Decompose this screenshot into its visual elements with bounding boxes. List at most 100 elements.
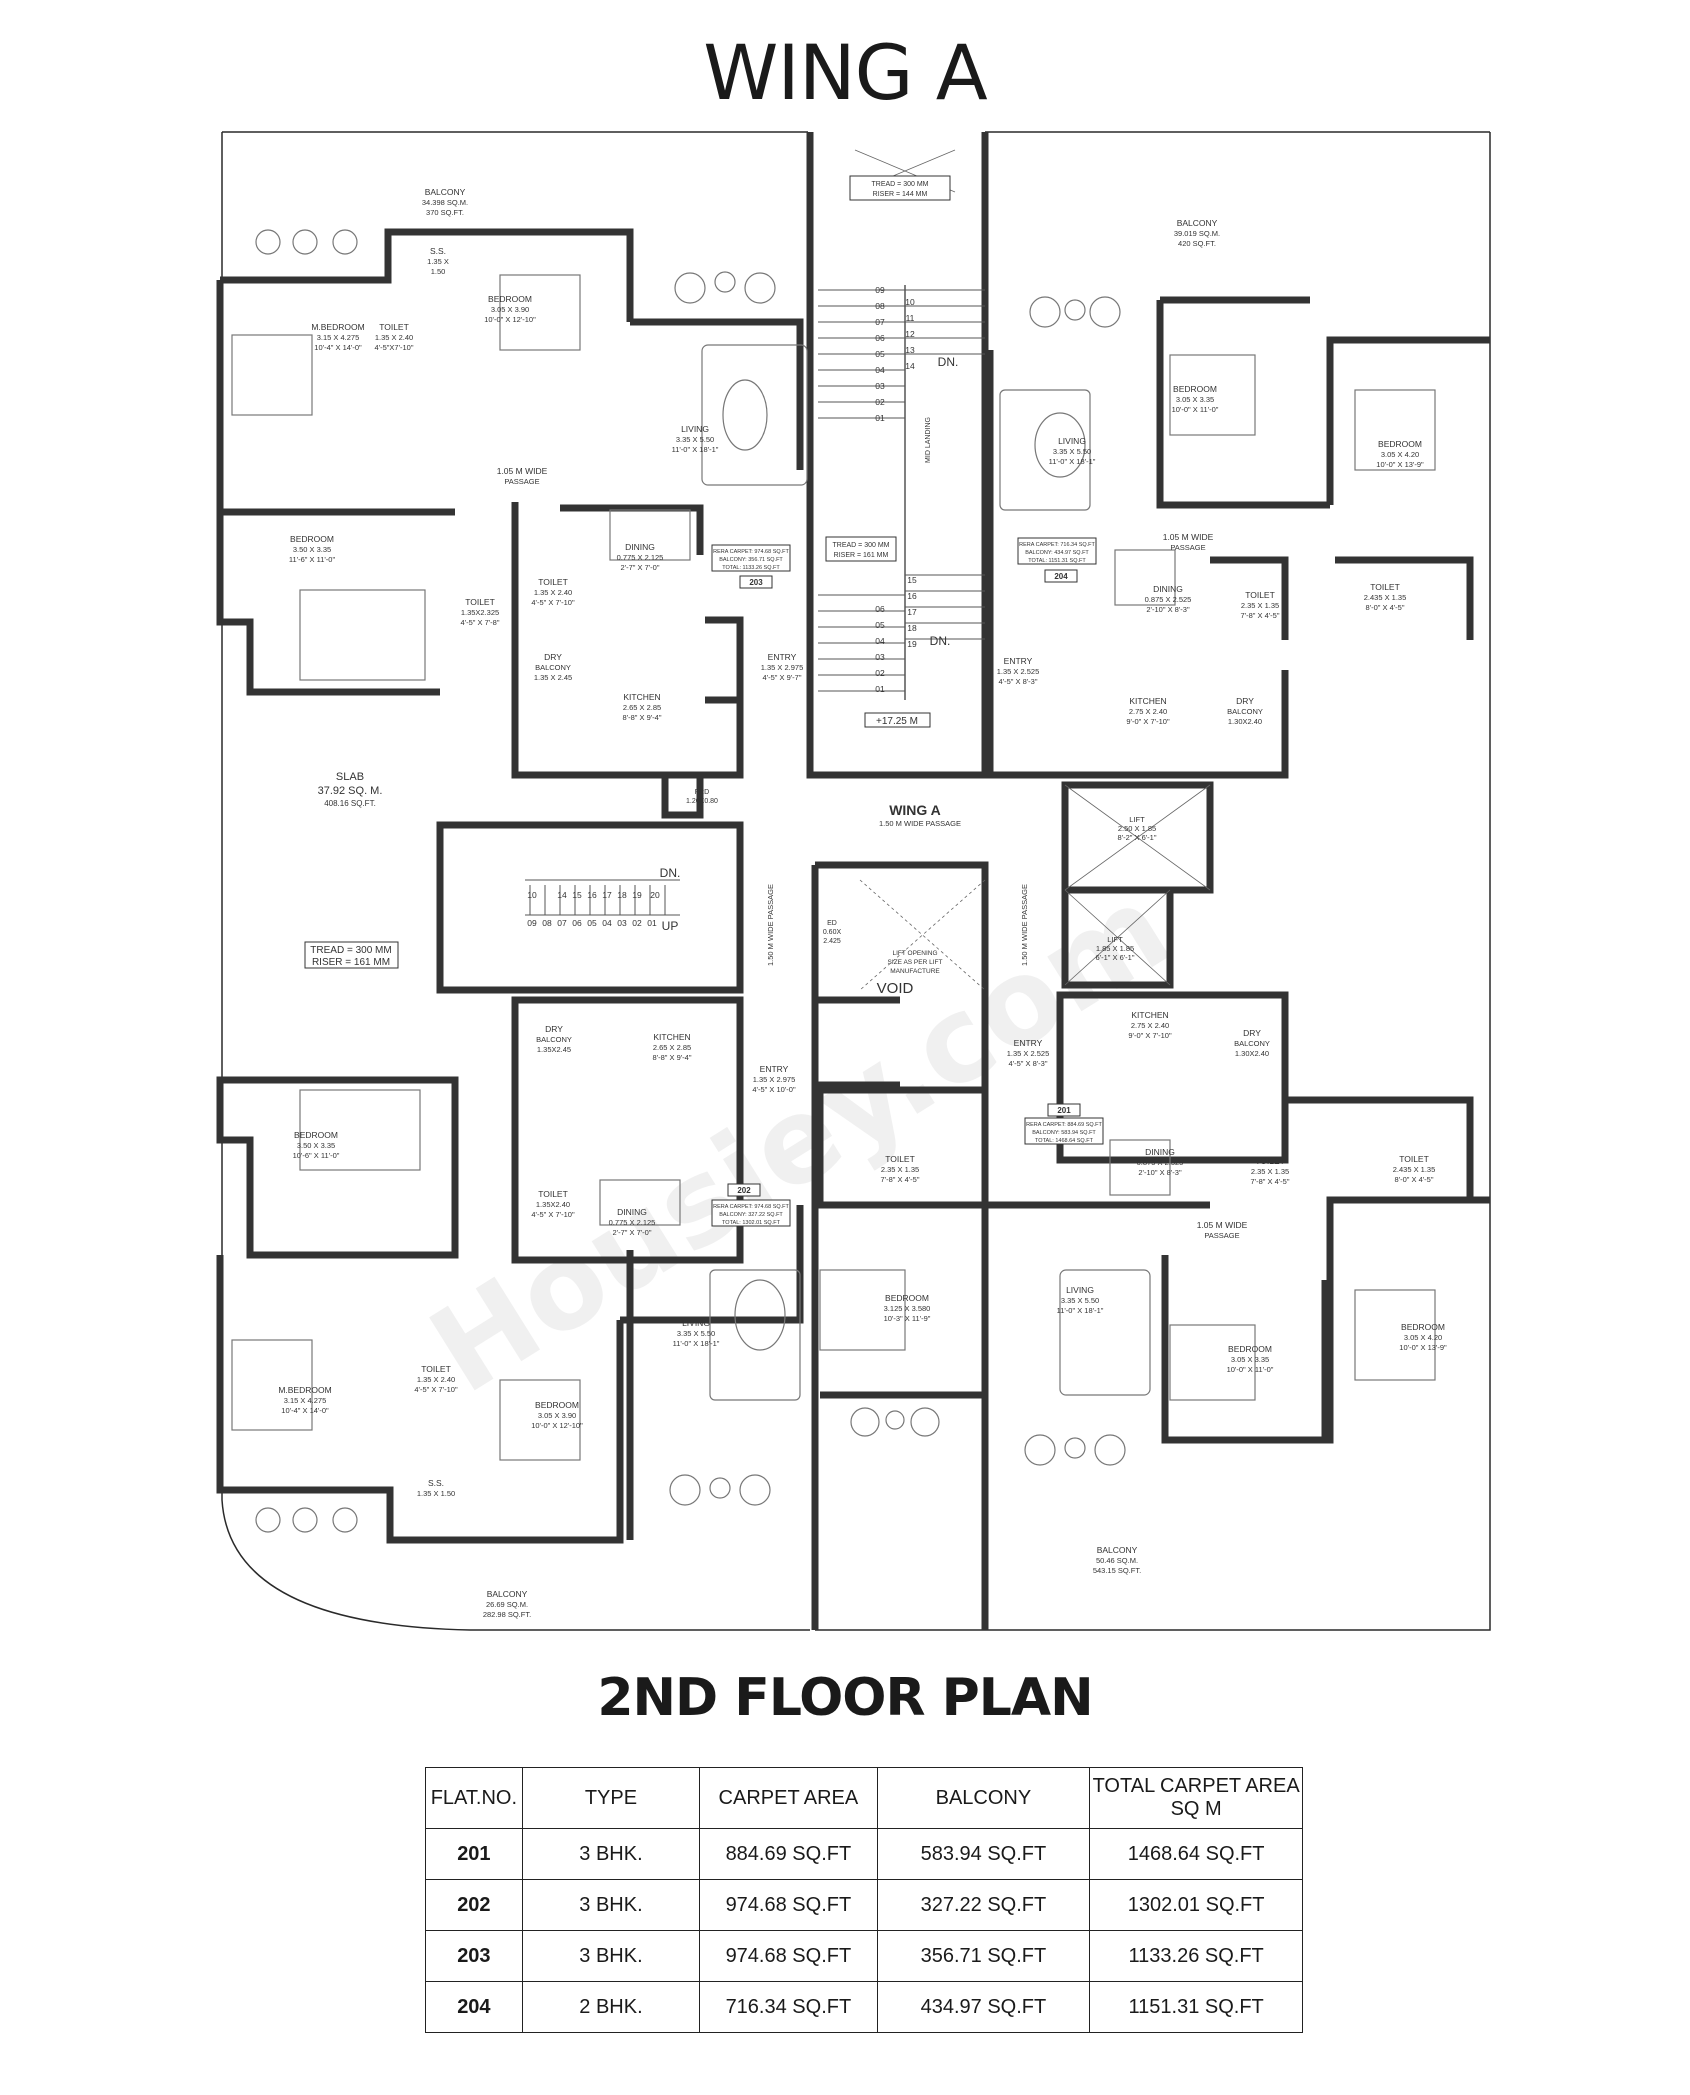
table-header: TOTAL CARPET AREA SQ M bbox=[1089, 1767, 1303, 1829]
stair-step: 04 bbox=[875, 636, 885, 646]
room-dimension: BALCONY bbox=[535, 663, 571, 672]
room-dimension: 3.05 X 3.90 bbox=[491, 305, 529, 314]
room-dimension: 1.35 X 2.45 bbox=[534, 673, 572, 682]
room-name: TOILET bbox=[465, 597, 495, 607]
stair-step: 02 bbox=[875, 668, 885, 678]
room-name: TOILET bbox=[885, 1154, 915, 1164]
slab-label: SLAB bbox=[336, 771, 364, 783]
room-dimension: 4'-5" X 7'-10" bbox=[414, 1385, 458, 1394]
stair-step: 12 bbox=[905, 329, 915, 339]
room-dimension: 34.398 SQ.M. bbox=[422, 198, 468, 207]
stair-step: 10 bbox=[905, 297, 915, 307]
room-dimension: 3.15 X 4.275 bbox=[317, 333, 360, 342]
room-dimension: 3.05 X 3.35 bbox=[1176, 395, 1214, 404]
wing-center-label: WING A bbox=[889, 802, 941, 818]
lift-size: 8'-2" X 6'-1" bbox=[1117, 833, 1156, 842]
room-dimension: 3.05 X 3.90 bbox=[538, 1411, 576, 1420]
stair-step: 06 bbox=[875, 333, 885, 343]
room-name: KITCHEN bbox=[1131, 1010, 1168, 1020]
stair-step: 05 bbox=[875, 620, 885, 630]
room-dimension: 282.98 SQ.FT. bbox=[483, 1610, 531, 1619]
room-dimension: 2.435 X 1.35 bbox=[1364, 593, 1407, 602]
room-dimension: 10'-0" X 13'-9" bbox=[1376, 460, 1424, 469]
room-dimension: 50.46 SQ.M. bbox=[1096, 1556, 1138, 1565]
flat-tag: 201 bbox=[1057, 1106, 1071, 1115]
stair-step: 15 bbox=[907, 575, 917, 585]
stair-step: 19 bbox=[907, 639, 917, 649]
flat-number: 201 bbox=[425, 1828, 523, 1880]
stair-step: 08 bbox=[542, 918, 552, 928]
room-name: BALCONY bbox=[425, 187, 466, 197]
lift-size: 6'-1" X 6'-1" bbox=[1095, 953, 1134, 962]
room-dimension: 9'-0" X 7'-10" bbox=[1126, 717, 1170, 726]
room-dimension: 26.69 SQ.M. bbox=[486, 1600, 528, 1609]
stair-step: 04 bbox=[602, 918, 612, 928]
stair-step: 10 bbox=[527, 890, 537, 900]
room-dimension: 1.35 X 2.975 bbox=[753, 1075, 796, 1084]
room-dimension: 2.75 X 2.40 bbox=[1131, 1021, 1169, 1030]
stair-step: 06 bbox=[572, 918, 582, 928]
room-dimension: 11'-6" X 11'-0" bbox=[289, 555, 336, 564]
riser-label: RISER = 161 MM bbox=[312, 957, 390, 968]
rera-carpet: RERA CARPET: 974.68 SQ.FT bbox=[713, 549, 789, 555]
rera-carpet: RERA CARPET: 974.68 SQ.FT bbox=[713, 1204, 789, 1210]
room-name: LIVING bbox=[1058, 436, 1086, 446]
floor-plan-drawing: 09 08 07 06 05 04 03 02 01 10 11 12 13 1… bbox=[216, 131, 1491, 1631]
stair-step: 16 bbox=[587, 890, 597, 900]
room-dimension: 543.15 SQ.FT. bbox=[1093, 1566, 1141, 1575]
room-dimension: 1.35X2.325 bbox=[461, 608, 499, 617]
room-name: LIVING bbox=[1066, 1285, 1094, 1295]
room-name: DRY bbox=[1243, 1028, 1261, 1038]
room-name: TOILET bbox=[538, 1189, 568, 1199]
tread-label: TREAD = 300 MM bbox=[310, 945, 391, 956]
room-name: BEDROOM bbox=[535, 1400, 579, 1410]
area-table: FLAT.NO. TYPE CARPET AREA BALCONY TOTAL … bbox=[425, 1767, 1303, 2033]
stair-step: 08 bbox=[875, 301, 885, 311]
stair-step: 02 bbox=[875, 397, 885, 407]
balcony-area: 327.22 SQ.FT bbox=[876, 1879, 1091, 1931]
room-name: DINING bbox=[625, 542, 655, 552]
room-name: TOILET bbox=[421, 1364, 451, 1374]
stair-step: 09 bbox=[875, 285, 885, 295]
rera-balcony: BALCONY: 583.94 SQ.FT bbox=[1032, 1130, 1096, 1136]
room-dimension: 1.35 X 2.40 bbox=[417, 1375, 455, 1384]
room-dimension: PASSAGE bbox=[504, 477, 539, 486]
wing-center-passage: 1.50 M WIDE PASSAGE bbox=[879, 819, 961, 828]
room-name: ENTRY bbox=[1014, 1038, 1043, 1048]
room-dimension: 10'-4" X 14'-0" bbox=[314, 343, 362, 352]
room-dimension: 1.35 X 2.525 bbox=[997, 667, 1040, 676]
room-name: BEDROOM bbox=[885, 1293, 929, 1303]
slab-area-sqm: 37.92 SQ. M. bbox=[318, 785, 383, 797]
rera-total: TOTAL: 1151.31 SQ.FT bbox=[1028, 558, 1086, 564]
room-dimension: 3.50 X 3.35 bbox=[293, 545, 331, 554]
room-dimension: 8'-8" X 9'-4" bbox=[622, 713, 661, 722]
room-dimension: 1.35 X 1.50 bbox=[417, 1489, 455, 1498]
balcony-area: 434.97 SQ.FT bbox=[876, 1981, 1091, 2033]
flat-number: 202 bbox=[425, 1879, 523, 1931]
stair-step: 04 bbox=[875, 365, 885, 375]
room-dimension: 7'-8" X 4'-5" bbox=[1240, 611, 1279, 620]
flat-type: 2 BHK. bbox=[521, 1981, 701, 2033]
room-dimension: 3.125 X 3.580 bbox=[884, 1304, 931, 1313]
room-name: 1.05 M WIDE bbox=[497, 466, 548, 476]
room-dimension: 3.35 X 5.50 bbox=[676, 435, 714, 444]
rera-total: TOTAL: 1133.26 SQ.FT bbox=[722, 565, 780, 571]
room-dimension: 10'-3" X 11'-9" bbox=[884, 1314, 931, 1323]
lift-label: LIFT bbox=[1129, 815, 1145, 824]
room-dimension: 2.35 X 1.35 bbox=[881, 1165, 919, 1174]
room-dimension: 3.05 X 4.20 bbox=[1404, 1333, 1442, 1342]
room-dimension: 7'-8" X 4'-5" bbox=[1250, 1177, 1289, 1186]
room-dimension: 2'-7" X 7'-0" bbox=[620, 563, 659, 572]
room-dimension: 10'-6" X 11'-0" bbox=[293, 1151, 340, 1160]
room-dimension: 1.35 X 2.975 bbox=[761, 663, 804, 672]
room-name: DRY bbox=[544, 652, 562, 662]
room-name: ENTRY bbox=[760, 1064, 789, 1074]
stair-step: 06 bbox=[875, 604, 885, 614]
room-dimension: 1.50 bbox=[431, 267, 446, 276]
lift-size: 2.50 X 1.85 bbox=[1118, 824, 1156, 833]
room-dimension: 0.775 X 2.125 bbox=[609, 1218, 656, 1227]
ed-size: 2.425 bbox=[823, 938, 841, 945]
carpet-area: 884.69 SQ.FT bbox=[699, 1828, 878, 1880]
room-name: S.S. bbox=[428, 1478, 444, 1488]
